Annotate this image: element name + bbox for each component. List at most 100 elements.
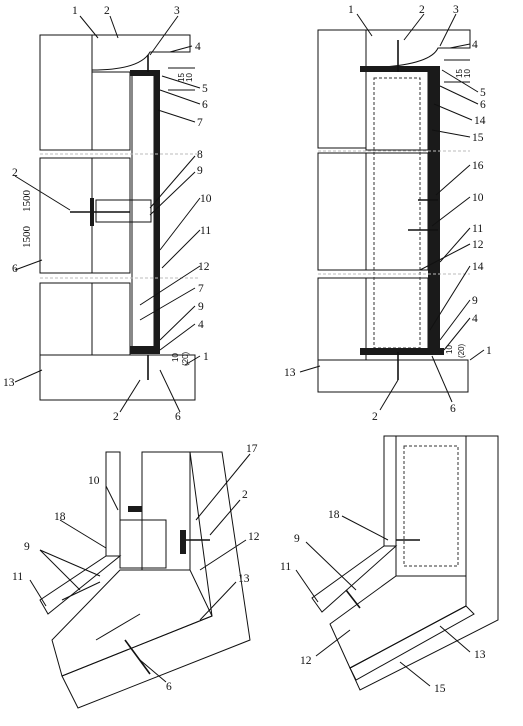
cladding-vertical — [105, 451, 121, 557]
bottom-flashing — [360, 348, 444, 355]
label-18: 18 — [328, 509, 340, 521]
label-4b: 4 — [198, 319, 204, 331]
label-2b: 2 — [12, 167, 18, 179]
insulation-top — [365, 69, 429, 151]
clip — [128, 506, 142, 512]
cladding-diagonal — [311, 545, 398, 613]
top-flashing — [130, 70, 160, 76]
label-16: 16 — [472, 160, 484, 172]
label-10: 10 — [472, 192, 484, 204]
label-18: 18 — [54, 511, 66, 523]
label-7: 7 — [197, 117, 203, 129]
label-11: 11 — [472, 223, 483, 235]
label-17: 17 — [246, 443, 258, 455]
insulation-middle — [365, 152, 429, 271]
label-14b: 14 — [472, 261, 484, 273]
label-6c: 6 — [12, 263, 18, 275]
label-2: 2 — [104, 5, 110, 17]
label-15: 15 — [434, 683, 446, 695]
figure-d: 18 9 11 12 13 15 — [280, 435, 499, 695]
label-2: 2 — [242, 489, 248, 501]
label-4: 4 — [472, 39, 478, 51]
label-11: 11 — [12, 571, 23, 583]
insulation-bottom — [365, 277, 429, 355]
dim-15: 15 — [455, 69, 464, 78]
cladding-panel — [428, 68, 440, 354]
slab-top — [365, 29, 471, 69]
insulation-middle — [91, 157, 131, 274]
dim-1500-b: 1500 — [21, 226, 33, 249]
label-5: 5 — [480, 87, 486, 99]
label-1: 1 — [348, 4, 354, 16]
label-8: 8 — [197, 149, 203, 161]
label-13: 13 — [474, 649, 486, 661]
label-9: 9 — [197, 165, 203, 177]
label-2c: 2 — [113, 411, 119, 423]
dim-20: (20) — [457, 343, 466, 358]
dim-1500-a: 1500 — [21, 190, 33, 213]
slab-bottom — [317, 359, 469, 393]
slab-top — [91, 34, 191, 71]
insulation-diagonal — [51, 569, 213, 677]
label-7b: 7 — [198, 283, 204, 295]
anchor-bolt — [124, 639, 151, 675]
label-4b: 4 — [472, 313, 478, 325]
label-13: 13 — [284, 367, 296, 379]
inner-board — [373, 77, 421, 349]
label-12: 12 — [300, 655, 312, 667]
figure-a: 1 2 3 4 5 6 7 8 9 10 11 12 7 9 4 1 13 2 … — [3, 5, 212, 423]
label-1: 1 — [72, 5, 78, 17]
insulation-top — [91, 71, 131, 151]
bracket — [180, 530, 186, 554]
label-12: 12 — [472, 239, 484, 251]
label-3: 3 — [453, 4, 459, 16]
label-12: 12 — [198, 261, 210, 273]
label-10: 10 — [88, 475, 100, 487]
label-1b: 1 — [203, 351, 209, 363]
label-11: 11 — [200, 225, 211, 237]
label-6: 6 — [166, 681, 172, 693]
label-5: 5 — [202, 83, 208, 95]
bottom-flashing — [130, 346, 160, 354]
label-11: 11 — [280, 561, 291, 573]
label-4: 4 — [195, 41, 201, 53]
bracket — [90, 198, 94, 226]
label-6: 6 — [480, 99, 486, 111]
label-1b: 1 — [486, 345, 492, 357]
label-15: 15 — [472, 132, 484, 144]
dim-20: (20) — [181, 351, 190, 366]
label-6b: 6 — [175, 411, 181, 423]
label-3: 3 — [174, 5, 180, 17]
label-13: 13 — [238, 573, 250, 585]
inner-board — [403, 445, 459, 567]
figure-c: 10 17 2 12 18 9 11 13 6 — [12, 443, 260, 709]
insulation-bottom — [91, 282, 131, 356]
label-9: 9 — [472, 295, 478, 307]
wall-section-bottom — [39, 282, 93, 356]
bottom-layer — [349, 605, 475, 681]
cladding-diagonal — [39, 555, 122, 615]
insulation-diagonal — [329, 575, 467, 669]
label-2: 2 — [419, 4, 425, 16]
figure-b: 1 2 3 4 5 6 14 15 16 10 11 12 14 9 4 1 1… — [284, 4, 492, 423]
wall-section-middle — [317, 152, 367, 271]
label-9: 9 — [24, 541, 30, 553]
cladding-panel — [154, 72, 160, 350]
wall-section-top — [317, 29, 367, 149]
label-2b: 2 — [372, 411, 378, 423]
label-6b: 6 — [450, 403, 456, 415]
rail — [95, 199, 152, 223]
dim-10: 10 — [185, 73, 194, 82]
label-9: 9 — [294, 533, 300, 545]
wall-section-top — [39, 34, 93, 151]
fastener — [345, 589, 361, 609]
label-13: 13 — [3, 377, 15, 389]
wall-section-middle — [39, 157, 93, 274]
cladding-vertical — [383, 435, 397, 547]
wall-section-bottom — [317, 277, 367, 361]
dim-10b: 10 — [445, 345, 454, 354]
dim-15: 15 — [177, 73, 186, 82]
label-14: 14 — [474, 115, 486, 127]
label-10: 10 — [200, 193, 212, 205]
